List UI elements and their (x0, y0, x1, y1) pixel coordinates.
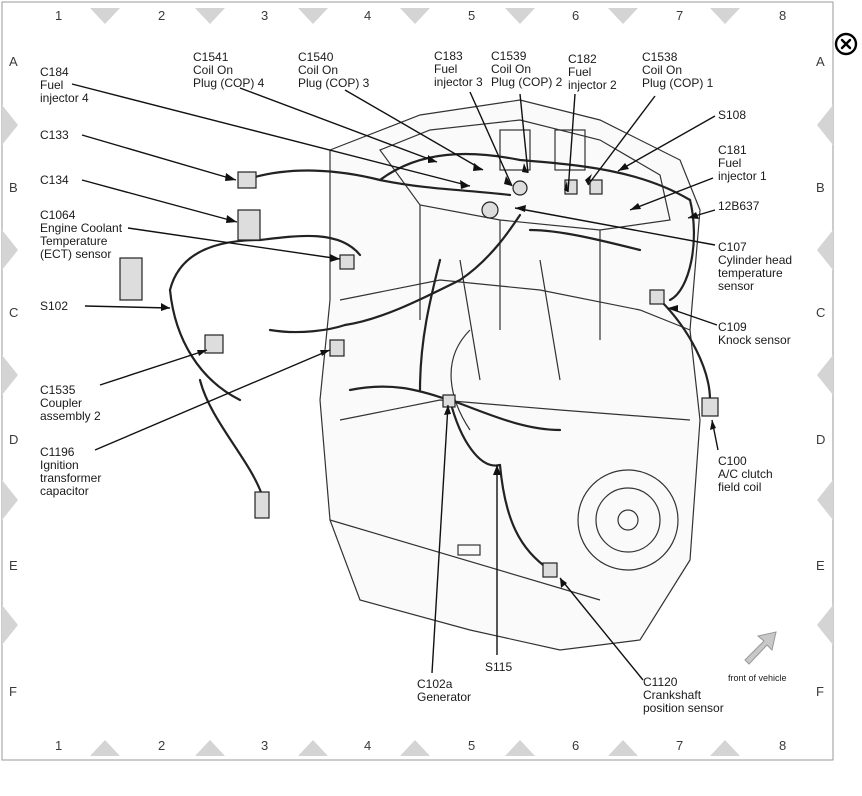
col-label-3-bottom: 3 (261, 738, 269, 753)
connector-c183 (481, 201, 499, 219)
label-c100: C100 A/C clutch field coil (718, 454, 773, 494)
col-label-5-bottom: 5 (468, 738, 476, 753)
connector-c1538 (589, 179, 603, 195)
col-label-4-bottom: 4 (364, 738, 372, 753)
connector-c1535 (204, 334, 224, 354)
label-c133: C133 (40, 128, 69, 142)
col-label-3-top: 3 (261, 8, 269, 23)
row-label-f-right: F (816, 684, 824, 699)
col-label-7-bottom: 7 (676, 738, 684, 753)
label-c1541: C1541 Coil On Plug (COP) 4 (193, 50, 265, 90)
connector-main (119, 257, 143, 301)
row-label-b-left: B (9, 180, 18, 195)
leader-arrowheads (161, 155, 716, 588)
col-label-1-bottom: 1 (55, 738, 63, 753)
connector-c1539 (512, 180, 528, 196)
label-c1120: C1120 Crankshaft position sensor (643, 675, 724, 715)
label-c107: C107 Cylinder head temperature sensor (718, 240, 793, 293)
label-c181: C181 Fuel injector 1 (718, 143, 767, 183)
connector-c109 (649, 289, 665, 305)
close-button[interactable] (834, 32, 858, 56)
connector-c133 (237, 171, 257, 189)
arrow-up-right-icon (744, 631, 777, 665)
connector-c1064 (339, 254, 355, 270)
row-label-d-left: D (9, 432, 19, 447)
label-c1196: C1196 Ignition transformer capacitor (40, 445, 102, 498)
col-label-8-top: 8 (779, 8, 787, 23)
label-c109: C109 Knock sensor (718, 320, 791, 347)
circled-x-icon (834, 32, 858, 56)
col-label-5-top: 5 (468, 8, 476, 23)
col-label-6-top: 6 (572, 8, 580, 23)
connector-c1120 (542, 562, 558, 578)
connector-c100 (701, 397, 719, 417)
row-label-c-right: C (816, 305, 826, 320)
connector-c1196 (329, 339, 345, 357)
label-s108: S108 (718, 108, 747, 122)
connector-c102a (442, 394, 456, 408)
col-label-7-top: 7 (676, 8, 684, 23)
connector-c134 (237, 209, 261, 241)
col-label-1-top: 1 (55, 8, 63, 23)
leader-lines (71, 83, 719, 681)
row-label-c-left: C (9, 305, 19, 320)
label-s115: S115 (485, 660, 513, 674)
grid-triangles (2, 8, 833, 756)
row-label-e-right: E (816, 558, 825, 573)
col-label-4-top: 4 (364, 8, 372, 23)
label-c182: C182 Fuel injector 2 (568, 52, 617, 92)
col-label-8-bottom: 8 (779, 738, 787, 753)
label-c183: C183 Fuel injector 3 (434, 49, 483, 89)
col-label-2-bottom: 2 (158, 738, 166, 753)
label-c1540: C1540 Coil On Plug (COP) 3 (298, 50, 370, 90)
label-c102a: C102a Generator (417, 677, 472, 704)
label-s102: S102 (40, 299, 69, 313)
row-label-a-right: A (816, 54, 825, 69)
connector-bottom (254, 491, 270, 519)
row-label-a-left: A (9, 54, 18, 69)
label-c1535: C1535 Coupler assembly 2 (40, 383, 101, 423)
front-of-vehicle-label: front of vehicle (728, 673, 787, 683)
col-label-2-top: 2 (158, 8, 166, 23)
label-c1538: C1538 Coil On Plug (COP) 1 (642, 50, 714, 90)
row-label-e-left: E (9, 558, 18, 573)
label-12b637: 12B637 (718, 199, 760, 213)
label-c134: C134 (40, 173, 69, 187)
row-label-f-left: F (9, 684, 17, 699)
label-c184: C184 Fuel injector 4 (40, 65, 89, 105)
row-label-d-right: D (816, 432, 826, 447)
label-c1064: C1064 Engine Coolant Temperature (ECT) s… (40, 208, 123, 261)
row-label-b-right: B (816, 180, 825, 195)
col-label-6-bottom: 6 (572, 738, 580, 753)
label-c1539: C1539 Coil On Plug (COP) 2 (491, 49, 563, 89)
